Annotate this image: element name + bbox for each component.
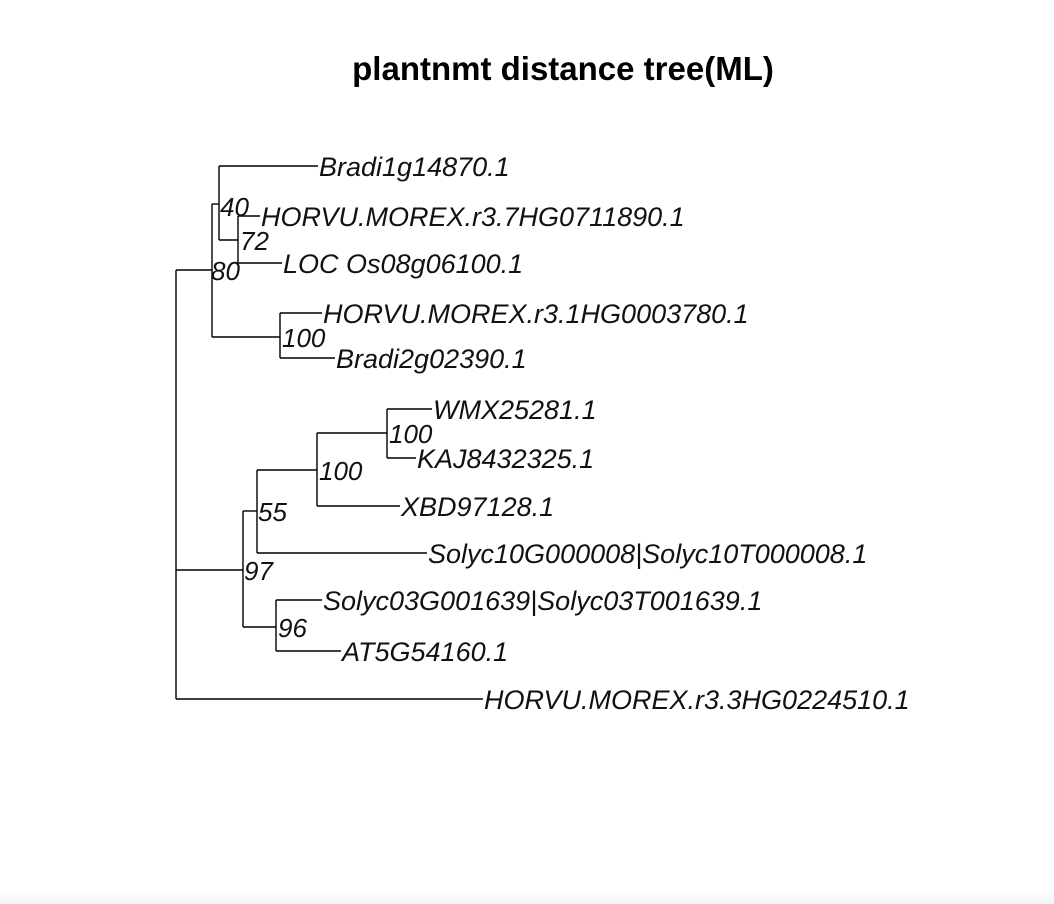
support-value-n100c: 100 xyxy=(389,419,433,449)
support-value-n72: 72 xyxy=(240,226,269,256)
tip-label-t7: KAJ8432325.1 xyxy=(417,444,594,474)
tip-label-t1: Bradi1g14870.1 xyxy=(319,152,510,182)
tip-label-t12: HORVU.MOREX.r3.3HG0224510.1 xyxy=(484,685,910,715)
tip-label-t11: AT5G54160.1 xyxy=(340,637,508,667)
tip-label-t8: XBD97128.1 xyxy=(400,492,554,522)
tree-labels: Bradi1g14870.1HORVU.MOREX.r3.7HG0711890.… xyxy=(211,152,910,715)
tip-label-t3: LOC Os08g06100.1 xyxy=(283,249,523,279)
support-value-n100b: 100 xyxy=(319,456,363,486)
tip-label-t4: HORVU.MOREX.r3.1HG0003780.1 xyxy=(323,299,749,329)
tree-title: plantnmt distance tree(ML) xyxy=(352,50,774,87)
support-value-n96: 96 xyxy=(278,613,307,643)
tip-label-t9: Solyc10G000008|Solyc10T000008.1 xyxy=(428,539,867,569)
support-value-n100a: 100 xyxy=(282,323,326,353)
tip-label-t6: WMX25281.1 xyxy=(433,395,597,425)
tree-branches xyxy=(175,165,483,700)
support-value-n97: 97 xyxy=(244,556,274,586)
tip-label-t5: Bradi2g02390.1 xyxy=(336,344,527,374)
tip-label-t10: Solyc03G001639|Solyc03T001639.1 xyxy=(323,586,762,616)
tip-label-t2: HORVU.MOREX.r3.7HG0711890.1 xyxy=(261,202,685,232)
support-value-n55: 55 xyxy=(258,497,287,527)
support-value-n40: 40 xyxy=(220,192,249,222)
bottom-fade xyxy=(0,890,1054,904)
support-value-n80: 80 xyxy=(211,256,240,286)
